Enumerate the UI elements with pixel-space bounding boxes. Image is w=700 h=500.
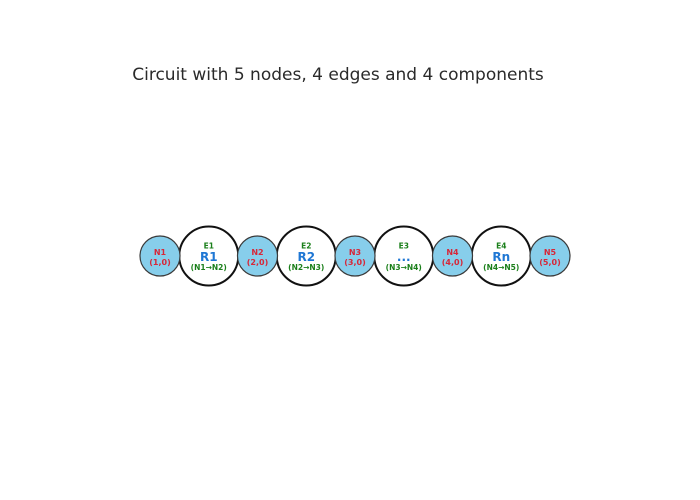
node-coord-label: (3,0)	[344, 258, 365, 267]
edge-id-label: E3	[399, 242, 409, 251]
node-coord-label: (4,0)	[442, 258, 463, 267]
edge-connection-label: (N4→N5)	[483, 263, 519, 272]
component-label: Rn	[492, 250, 510, 264]
node-circle	[139, 235, 181, 277]
edge-id-label: E1	[204, 242, 214, 251]
edge-connection-label: (N1→N2)	[191, 263, 227, 272]
node-circle	[529, 235, 571, 277]
node-coord-label: (5,0)	[539, 258, 560, 267]
diagram-title: Circuit with 5 nodes, 4 edges and 4 comp…	[132, 65, 544, 85]
node-circle	[236, 235, 279, 277]
node-id-label: N5	[544, 248, 557, 257]
edge-connection-label: (N2→N3)	[288, 263, 324, 272]
node-coord-label: (1,0)	[149, 258, 170, 267]
node-id-label: N1	[154, 248, 167, 257]
edge-connection-label: (N3→N4)	[386, 263, 422, 272]
node-id-label: N3	[349, 248, 361, 257]
edge-id-label: E4	[496, 242, 506, 251]
component-label: R1	[200, 250, 218, 264]
node-id-label: N4	[446, 248, 459, 257]
component-label: ...	[397, 250, 411, 264]
node-circle	[334, 235, 376, 277]
node-id-label: N2	[251, 248, 263, 257]
edge-id-label: E2	[301, 242, 311, 251]
node-circle	[431, 235, 474, 277]
component-label: R2	[297, 250, 315, 264]
node-coord-label: (2,0)	[247, 258, 268, 267]
